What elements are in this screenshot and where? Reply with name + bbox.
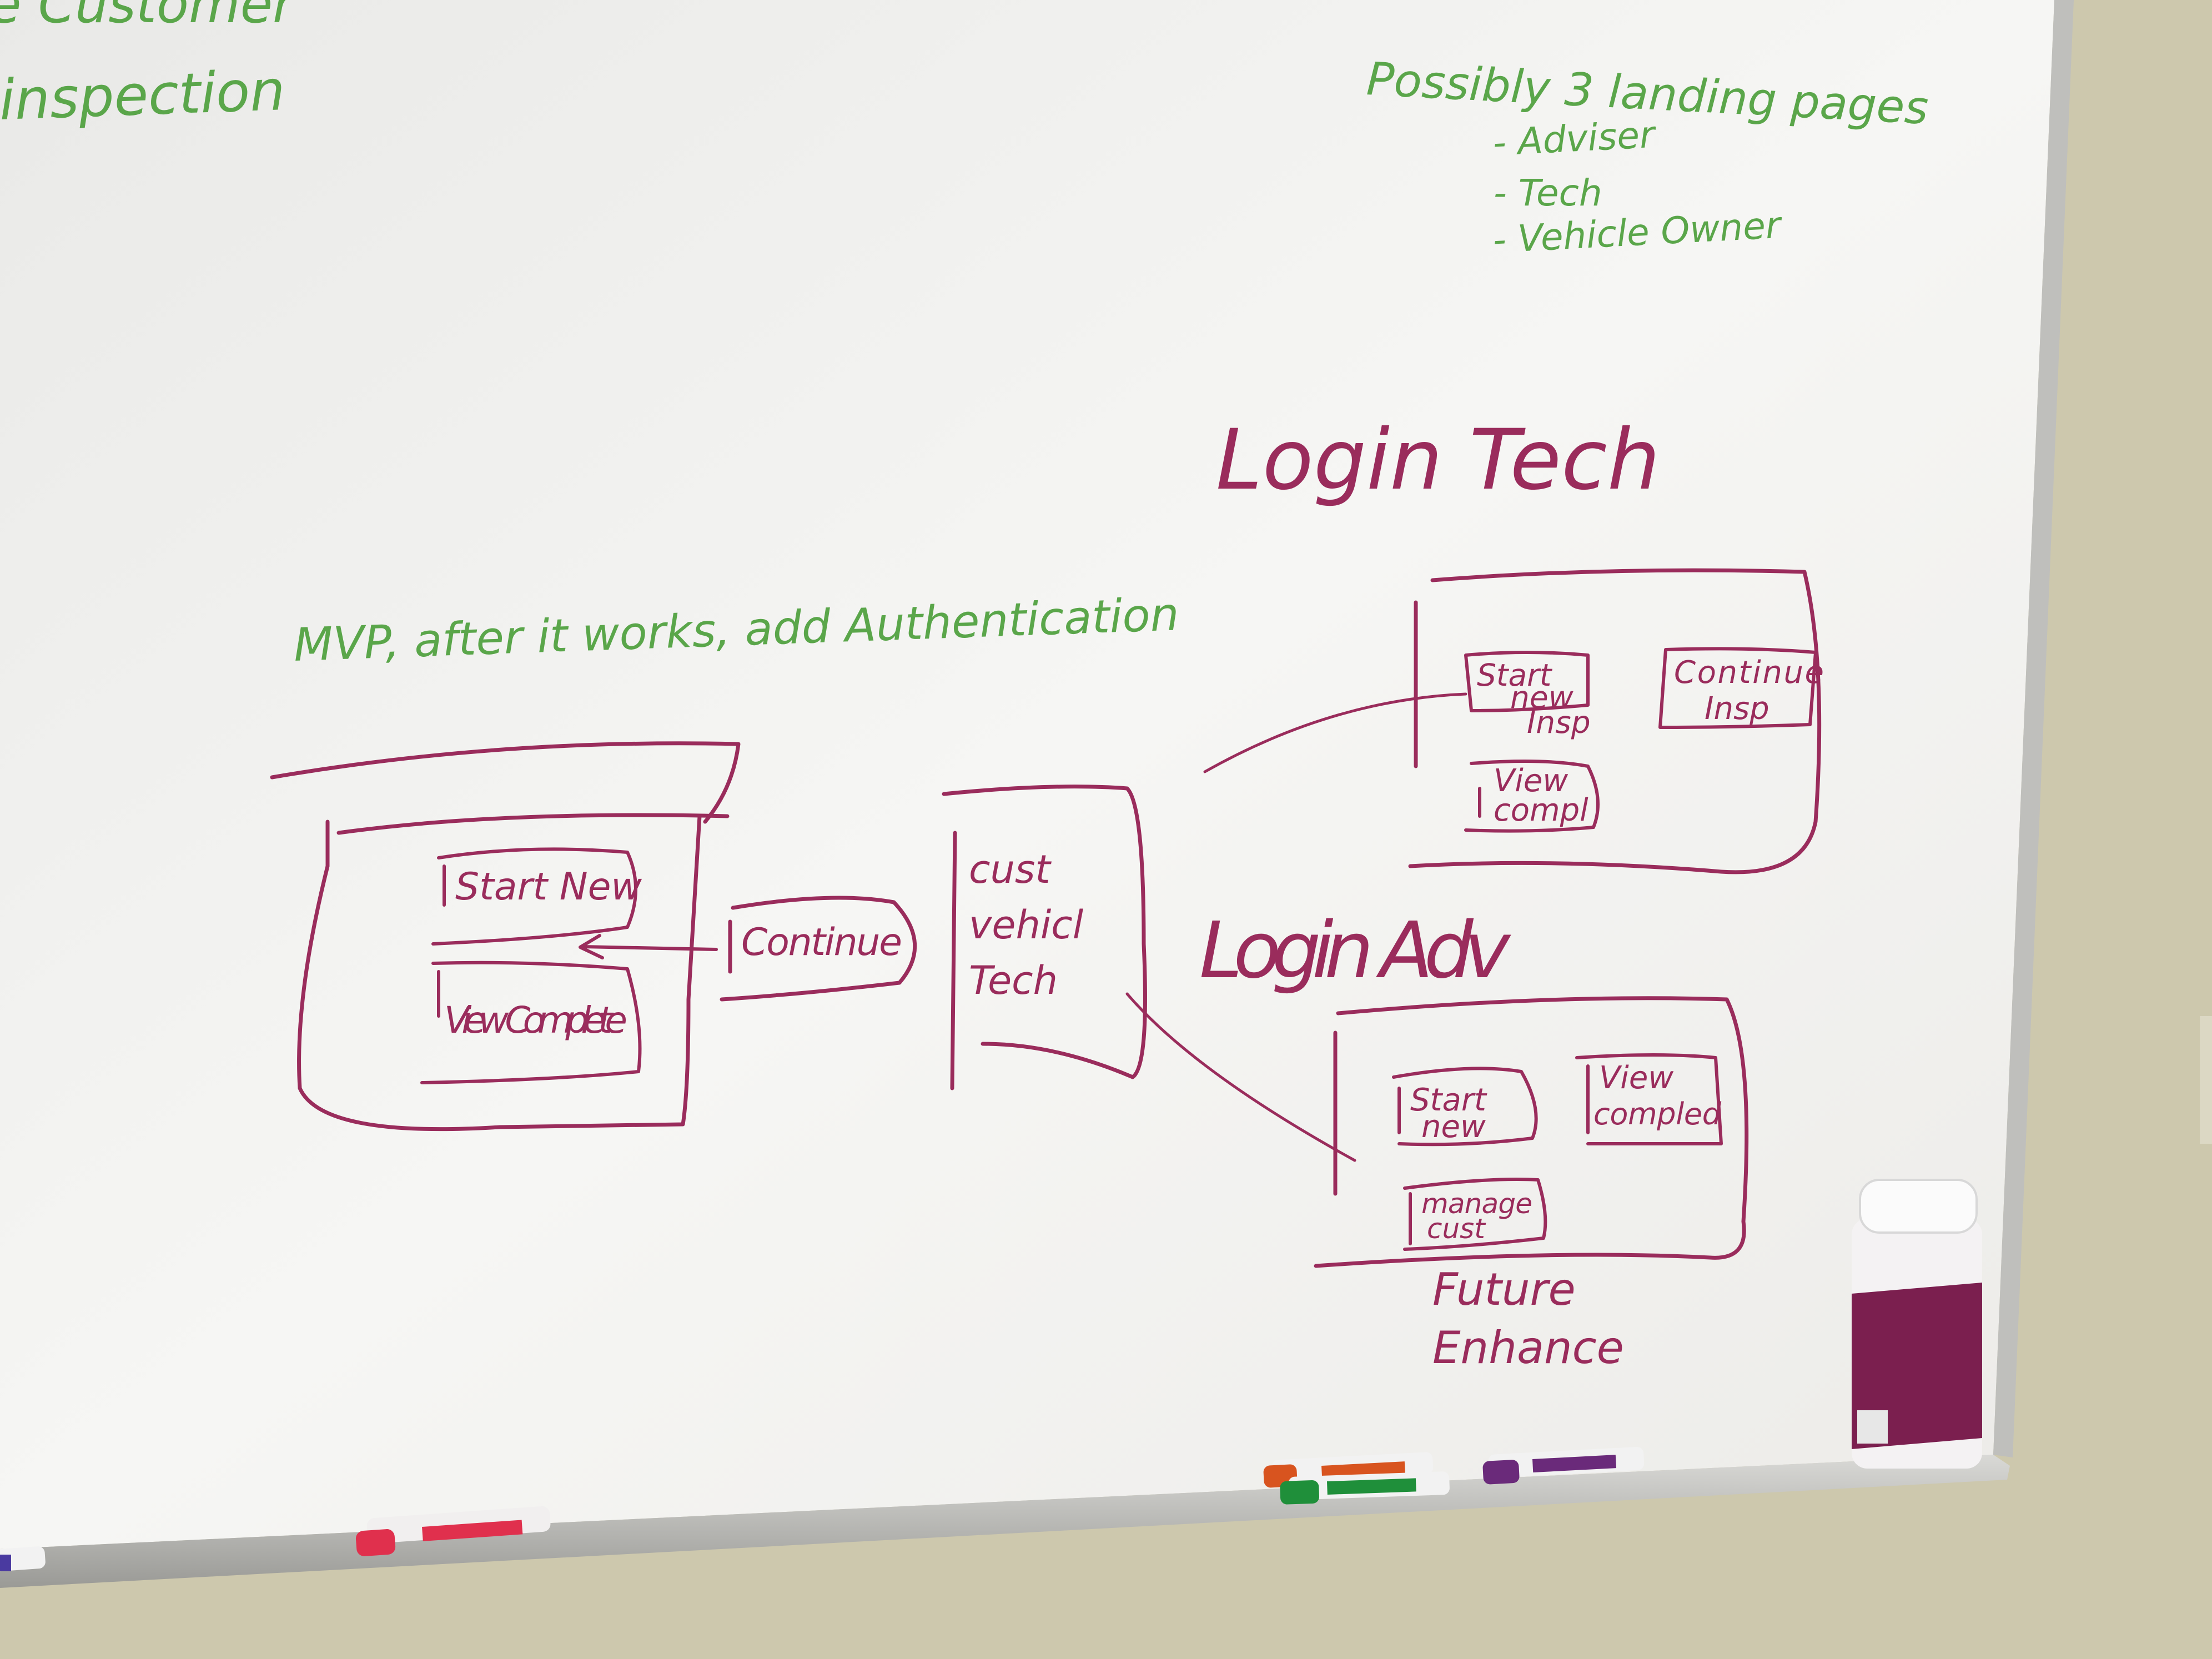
wipes-canister	[1852, 1179, 1982, 1469]
selector-tech: Tech	[969, 958, 1058, 1003]
left-btn-view-complete-label: View Complete	[444, 999, 627, 1042]
login-tech-screen: Start new Insp Continue Insp View compl	[1408, 568, 1824, 874]
adv-btn-view-compled: View compled	[1575, 1053, 1723, 1145]
connector-to-tech	[1203, 692, 1467, 773]
wall-plate	[2200, 1016, 2212, 1144]
selector-sketch: cust vehicl Tech	[942, 785, 1147, 1090]
continue-label: Continue	[741, 921, 902, 964]
future-label-2: Enhance	[1432, 1322, 1624, 1374]
connector-to-adv	[1125, 992, 1356, 1162]
tech-btn-start-label-2: new	[1510, 680, 1574, 715]
selector-cust: cust	[969, 847, 1052, 892]
landing-item-tech: - Tech	[1494, 172, 1602, 214]
whiteboard	[0, 0, 2054, 1549]
marker-purple	[1482, 1446, 1645, 1485]
tech-btn-continue-label-2: Insp	[1705, 691, 1769, 727]
tech-btn-start-label-3: Insp	[1527, 705, 1591, 740]
login-adv-title: Login Adv	[1199, 906, 1511, 996]
tech-btn-view-label-2: compl	[1494, 792, 1588, 828]
board-frame	[1993, 0, 2074, 1457]
adv-btn-manage-label-1: manage	[1421, 1188, 1532, 1220]
marker-blue	[0, 1546, 46, 1572]
marker-tray	[0, 1455, 2010, 1588]
note-top-left-2: inspection	[0, 58, 286, 133]
adv-btn-manage-label-2: cust	[1427, 1213, 1486, 1245]
tech-btn-view-label-1: View	[1494, 763, 1568, 799]
login-tech-title: Login Tech	[1216, 412, 1660, 509]
adv-btn-start-new: Start new	[1392, 1067, 1538, 1147]
tech-btn-continue-insp: Continue Insp	[1658, 647, 1824, 729]
marker-green	[1280, 1471, 1450, 1505]
left-screen-sketch	[270, 741, 741, 1132]
note-top-left-1: e Customer	[0, 0, 297, 35]
adv-btn-start-label-1: Start	[1410, 1082, 1487, 1118]
tech-btn-view-compl: View compl	[1464, 760, 1600, 833]
landing-item-adviser: - Adviser	[1492, 113, 1658, 164]
adv-btn-view-label-1: View	[1599, 1060, 1673, 1096]
adv-btn-start-label-2: new	[1421, 1109, 1486, 1145]
login-adv-screen: Start new View compled manage cust	[1314, 996, 1749, 1268]
left-btn-start-new: Start New	[431, 847, 642, 946]
left-btn-start-new-label: Start New	[455, 865, 642, 909]
marker-red	[355, 1506, 551, 1556]
continue-button-sketch: Continue	[720, 896, 917, 1002]
left-btn-view-complete: View Complete	[420, 961, 642, 1084]
selector-vehicl: vehicl	[969, 902, 1084, 948]
continue-arrow	[579, 934, 718, 959]
adv-btn-manage-cust: manage cust	[1403, 1178, 1547, 1251]
tech-btn-continue-label-1: Continue	[1674, 655, 1824, 691]
adv-btn-view-label-2: compled	[1593, 1097, 1722, 1132]
tech-btn-start-label-1: Start	[1477, 657, 1553, 693]
future-label-1: Future	[1432, 1264, 1576, 1315]
tech-btn-start-new-insp: Start new Insp	[1464, 651, 1591, 740]
